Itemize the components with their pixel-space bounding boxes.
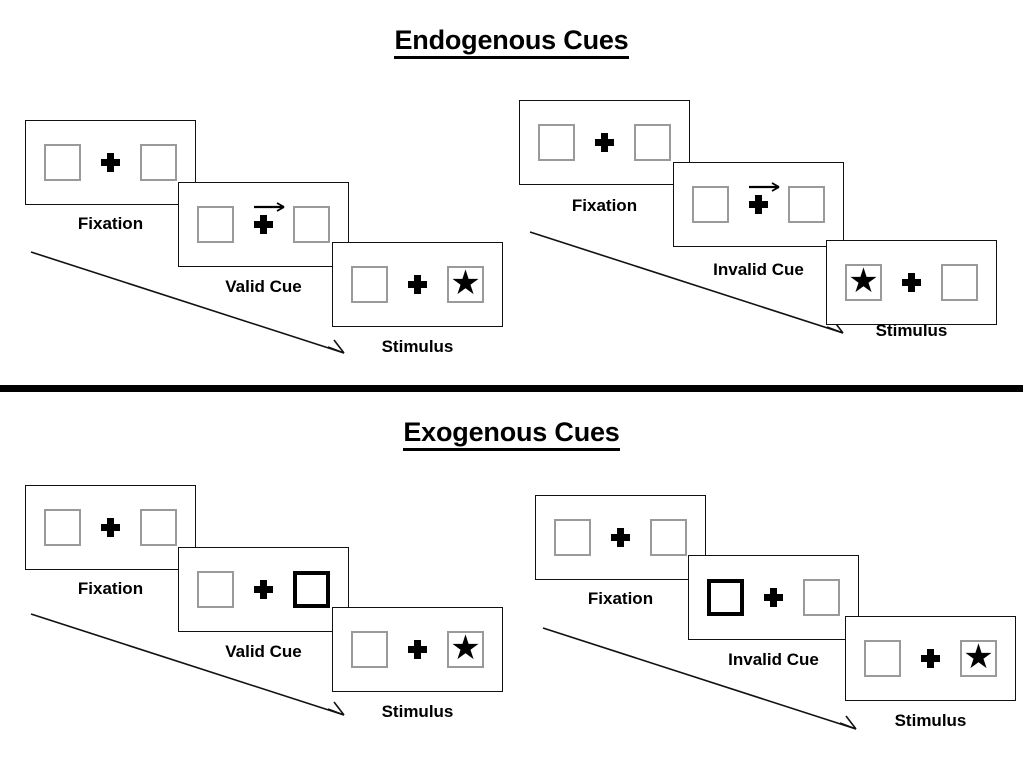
caption-endogenous-valid-fixation: Fixation	[77, 214, 144, 233]
panel-content	[26, 486, 195, 569]
placeholder-box-right-with-target: ★	[960, 640, 997, 677]
caption-exogenous-invalid-fixation: Fixation	[587, 589, 654, 608]
panel-content: ★	[333, 243, 502, 326]
panel-content	[179, 183, 348, 266]
timeline-arrow-exogenous-invalid	[542, 627, 857, 730]
caption-endogenous-invalid-fixation: Fixation	[571, 196, 638, 215]
fixation-cross-icon	[408, 275, 427, 294]
panel-content	[520, 101, 689, 184]
fixation-cross-icon	[921, 649, 940, 668]
placeholder-box-left	[864, 640, 901, 677]
panel-content	[26, 121, 195, 204]
panel-content: ★	[333, 608, 502, 691]
panel-content	[674, 163, 843, 246]
caption-endogenous-valid-stimulus: Stimulus	[381, 337, 454, 356]
fixation-cross-icon	[101, 518, 120, 537]
timeline-arrow-endogenous-valid	[30, 251, 345, 354]
placeholder-box-right	[634, 124, 671, 161]
cue-arrow-right-icon	[749, 182, 780, 192]
caption-exogenous-valid-stimulus: Stimulus	[381, 702, 454, 721]
placeholder-box-left	[44, 144, 81, 181]
placeholder-box-left	[351, 266, 388, 303]
panel-exogenous-invalid-cue[interactable]	[688, 555, 859, 640]
section-title-endogenous: Endogenous Cues	[0, 25, 1023, 59]
panel-endogenous-valid-stimulus[interactable]: ★	[332, 242, 503, 327]
panel-content	[689, 556, 858, 639]
panel-exogenous-invalid-fixation[interactable]	[535, 495, 706, 580]
caption-endogenous-valid-cue: Valid Cue	[225, 277, 302, 296]
placeholder-box-left-with-target: ★	[845, 264, 882, 301]
placeholder-box-right	[788, 186, 825, 223]
panel-exogenous-valid-fixation[interactable]	[25, 485, 196, 570]
panel-endogenous-invalid-cue[interactable]	[673, 162, 844, 247]
panel-content	[179, 548, 348, 631]
fixation-cross-icon	[408, 640, 427, 659]
placeholder-box-right	[293, 206, 330, 243]
placeholder-box-right	[941, 264, 978, 301]
panel-content: ★	[846, 617, 1015, 700]
placeholder-box-right	[140, 144, 177, 181]
panel-endogenous-invalid-fixation[interactable]	[519, 100, 690, 185]
section-divider	[0, 385, 1023, 392]
fixation-cross-icon	[101, 153, 120, 172]
placeholder-box-right-with-target: ★	[447, 266, 484, 303]
placeholder-box-right	[140, 509, 177, 546]
placeholder-box-left	[538, 124, 575, 161]
fixation-cross-icon	[764, 588, 783, 607]
panel-endogenous-valid-fixation[interactable]	[25, 120, 196, 205]
placeholder-box-right	[650, 519, 687, 556]
placeholder-box-left	[44, 509, 81, 546]
caption-exogenous-valid-cue: Valid Cue	[225, 642, 302, 661]
caption-endogenous-invalid-stimulus: Stimulus	[875, 321, 948, 340]
section-endogenous: Endogenous Cues Fixation Valid Cue	[0, 25, 1023, 356]
placeholder-box-left-cued	[707, 579, 744, 616]
panel-endogenous-invalid-stimulus[interactable]: ★	[826, 240, 997, 325]
star-target-icon: ★	[450, 264, 481, 302]
placeholder-box-left	[197, 571, 234, 608]
caption-endogenous-invalid-cue: Invalid Cue	[713, 260, 804, 279]
star-target-icon: ★	[848, 262, 879, 300]
cue-arrow-right-icon	[254, 202, 285, 212]
placeholder-box-left	[554, 519, 591, 556]
fixation-cross-icon	[902, 273, 921, 292]
star-target-icon: ★	[450, 629, 481, 667]
panel-content: ★	[827, 241, 996, 324]
placeholder-box-left	[351, 631, 388, 668]
section-title-exogenous: Exogenous Cues	[0, 417, 1023, 451]
fixation-cross-icon	[611, 528, 630, 547]
panel-content	[536, 496, 705, 579]
section-exogenous: Exogenous Cues Fixation Valid Cue ★ Stim…	[0, 392, 1023, 767]
caption-exogenous-valid-fixation: Fixation	[77, 579, 144, 598]
placeholder-box-right	[803, 579, 840, 616]
caption-exogenous-invalid-stimulus: Stimulus	[894, 711, 967, 730]
panel-exogenous-invalid-stimulus[interactable]: ★	[845, 616, 1016, 701]
section-title-endogenous-text: Endogenous Cues	[394, 25, 629, 59]
timeline-arrow-exogenous-valid	[30, 613, 345, 716]
fixation-cross-icon	[254, 202, 285, 234]
panel-exogenous-valid-cue[interactable]	[178, 547, 349, 632]
fixation-cross-icon	[595, 133, 614, 152]
caption-exogenous-invalid-cue: Invalid Cue	[728, 650, 819, 669]
placeholder-box-left	[692, 186, 729, 223]
fixation-cross-icon	[749, 182, 780, 214]
placeholder-box-right-with-target: ★	[447, 631, 484, 668]
placeholder-box-right-cued	[293, 571, 330, 608]
panel-endogenous-valid-cue[interactable]	[178, 182, 349, 267]
fixation-cross-icon	[254, 580, 273, 599]
panel-exogenous-valid-stimulus[interactable]: ★	[332, 607, 503, 692]
section-title-exogenous-text: Exogenous Cues	[403, 417, 620, 451]
star-target-icon: ★	[963, 638, 994, 676]
placeholder-box-left	[197, 206, 234, 243]
